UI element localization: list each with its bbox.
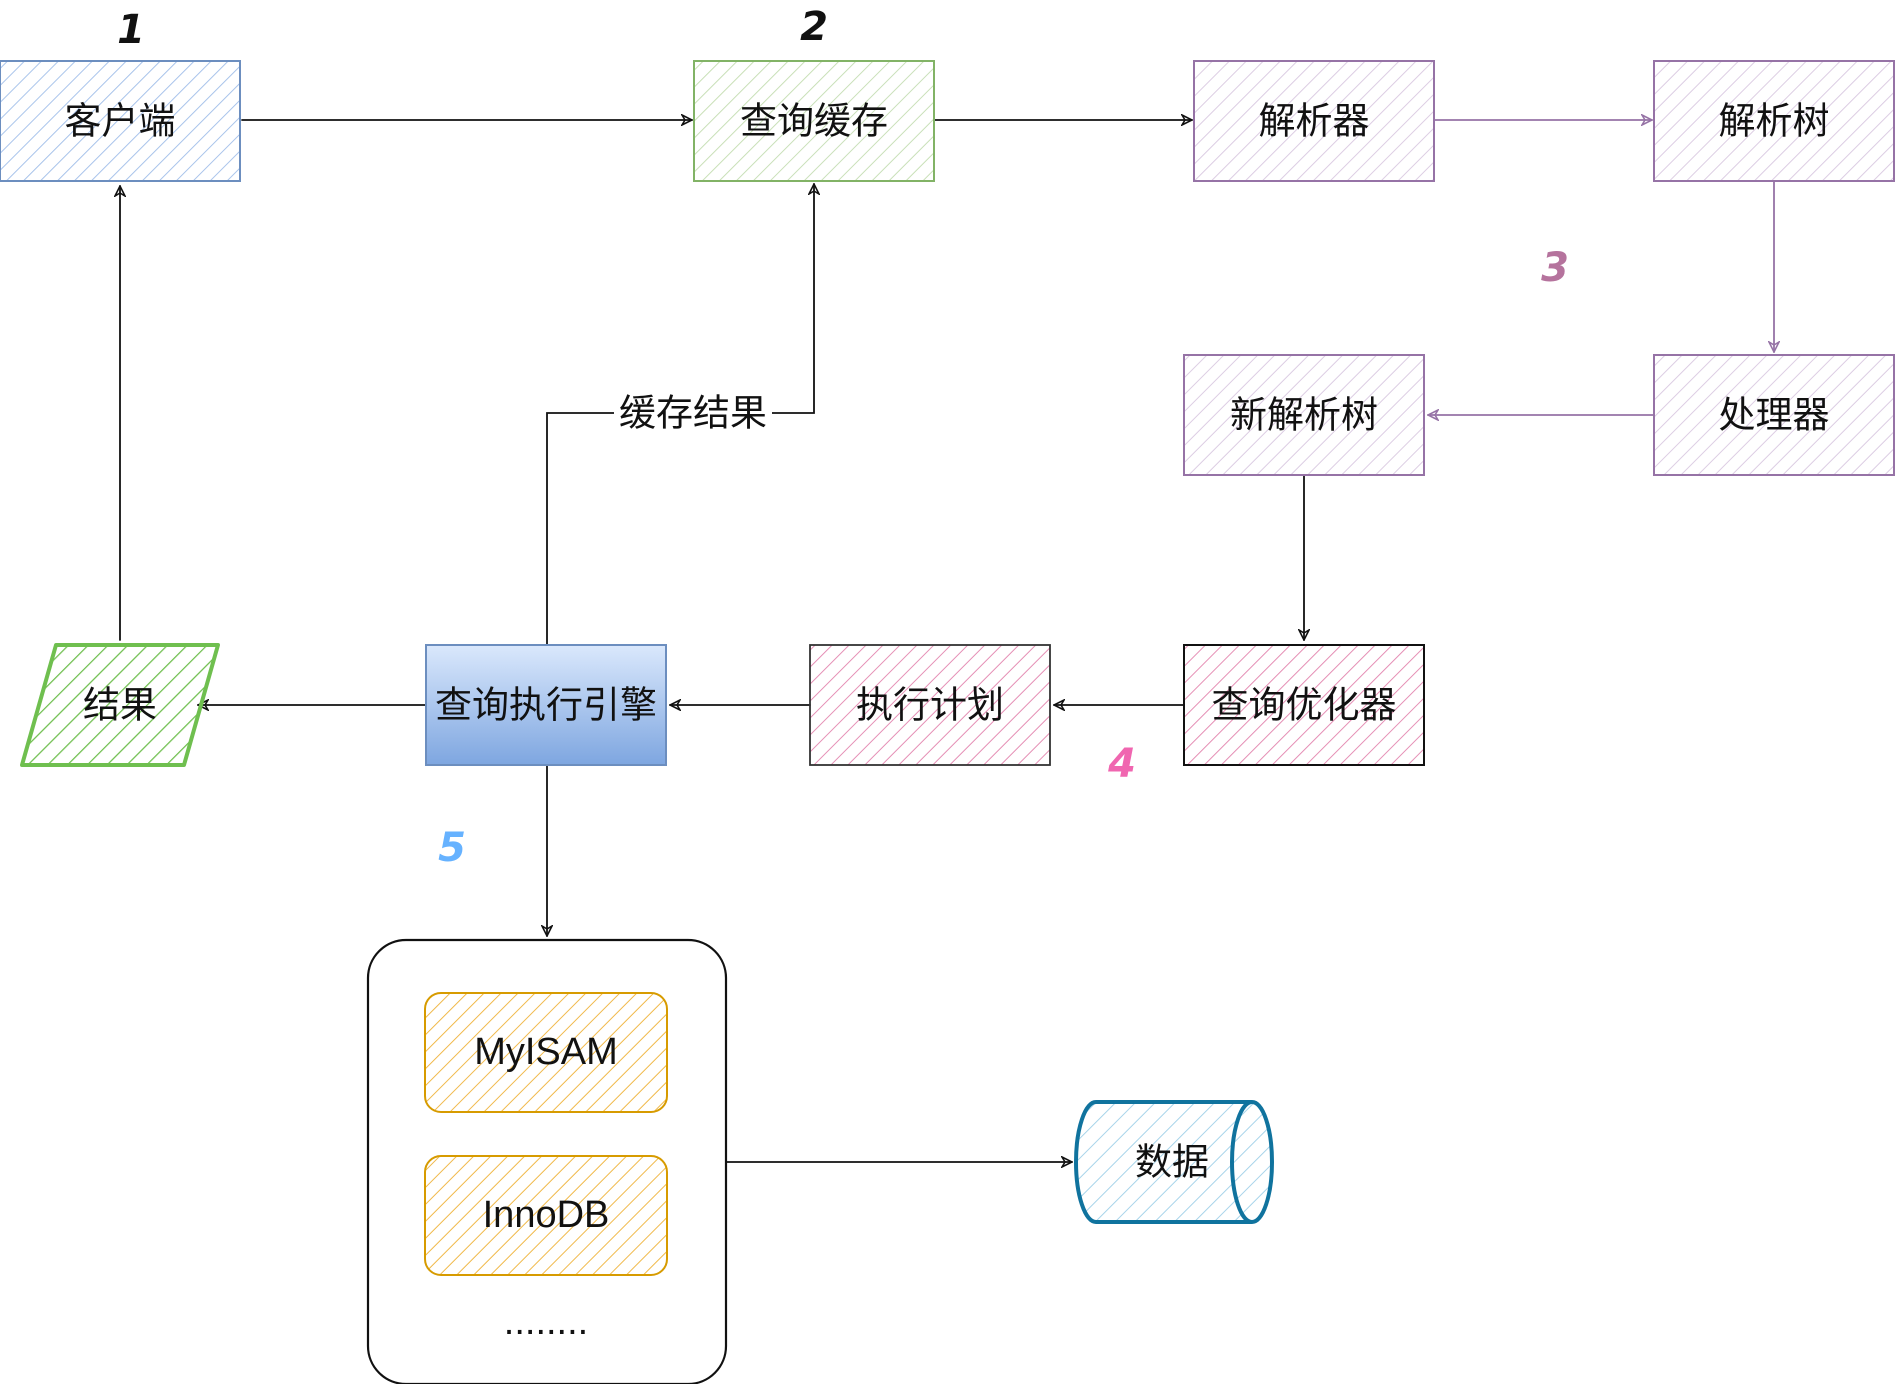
node-query-optimizer-label: 查询优化器 xyxy=(1212,684,1397,727)
node-result: 结果 xyxy=(20,643,220,767)
node-execution-engine-label: 查询执行引擎 xyxy=(435,684,657,727)
node-execution-plan: 执行计划 xyxy=(809,644,1051,766)
node-data: 数据 xyxy=(1074,1100,1274,1224)
node-engine-innodb-label: InnoDB xyxy=(483,1194,610,1236)
node-client-label: 客户端 xyxy=(65,100,176,143)
node-query-cache-label: 查询缓存 xyxy=(740,100,888,143)
node-parser-label: 解析器 xyxy=(1259,100,1370,143)
node-query-optimizer: 查询优化器 xyxy=(1183,644,1425,766)
node-execution-plan-label: 执行计划 xyxy=(856,684,1004,727)
node-new-parse-tree-label: 新解析树 xyxy=(1230,394,1378,437)
node-result-label: 结果 xyxy=(83,684,157,727)
step-number-1: 1 xyxy=(117,7,145,53)
node-query-cache: 查询缓存 xyxy=(693,60,935,182)
edge-label-bg xyxy=(614,388,772,436)
step-number-3: 3 xyxy=(1541,245,1569,291)
node-preprocessor: 处理器 xyxy=(1653,354,1895,476)
node-parse-tree-label: 解析树 xyxy=(1719,100,1830,143)
edges xyxy=(120,120,1774,1162)
node-data-label: 数据 xyxy=(1135,1141,1209,1184)
node-engine-more-label: ........ xyxy=(504,1301,588,1343)
node-parser: 解析器 xyxy=(1193,60,1435,182)
node-engine-myisam: MyISAM xyxy=(424,992,668,1113)
step-number-2: 2 xyxy=(800,4,828,50)
edge-label-cache-result: 缓存结果 xyxy=(619,392,767,435)
node-parse-tree: 解析树 xyxy=(1653,60,1895,182)
node-new-parse-tree: 新解析树 xyxy=(1183,354,1425,476)
node-preprocessor-label: 处理器 xyxy=(1719,394,1830,437)
step-number-4: 4 xyxy=(1107,741,1136,787)
node-client: 客户端 xyxy=(0,60,241,182)
node-engine-myisam-label: MyISAM xyxy=(474,1031,618,1073)
node-engine-innodb: InnoDB xyxy=(424,1155,668,1276)
step-number-5: 5 xyxy=(438,825,466,871)
node-execution-engine: 查询执行引擎 xyxy=(425,644,667,766)
